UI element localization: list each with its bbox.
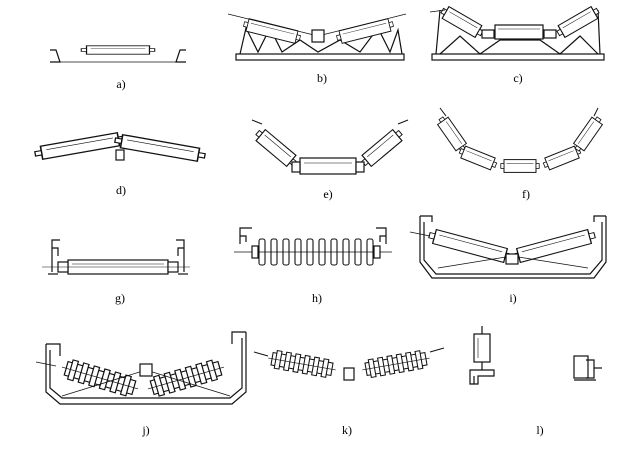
label-d: d) <box>116 183 126 197</box>
figure-d-v-idler <box>33 130 207 164</box>
figure-a-flat-idler <box>50 45 186 63</box>
figure-c-three-roll-trough <box>429 4 605 61</box>
figure-j-cushion-trough <box>35 331 247 405</box>
label-e: e) <box>323 187 332 201</box>
figure-k-v-disc-idler <box>253 347 445 381</box>
label-b: b) <box>317 71 327 85</box>
label-g: g) <box>115 291 125 305</box>
figure-h-disc-return-idler <box>234 227 392 266</box>
figure-g-return-idler <box>42 239 190 275</box>
label-a: a) <box>116 77 125 91</box>
figure-l-guide-rollers <box>469 326 602 385</box>
label-l: l) <box>536 423 543 437</box>
figure-f-garland-idler <box>435 107 605 173</box>
label-c: c) <box>513 71 522 85</box>
label-i: i) <box>509 291 516 305</box>
label-h: h) <box>312 291 322 305</box>
figure-i-v-trough-frame <box>409 215 607 279</box>
label-j: j) <box>141 423 149 437</box>
figure-b-trough-idler <box>227 13 407 61</box>
figure-e-suspended-idler <box>251 119 409 175</box>
label-k: k) <box>342 423 352 437</box>
label-f: f) <box>522 187 530 201</box>
